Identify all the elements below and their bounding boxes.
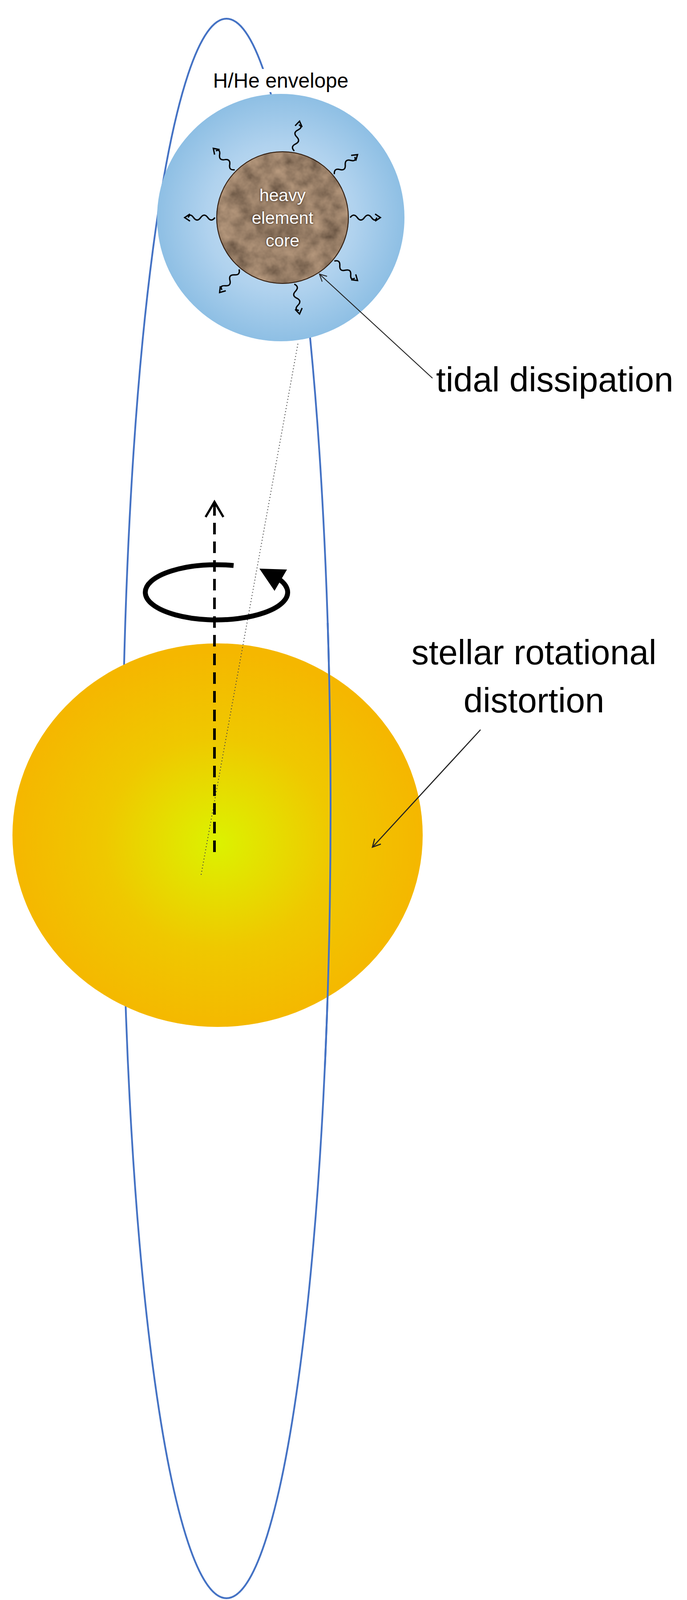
leader-arrowhead: [319, 274, 328, 282]
planet-envelope: heavy element coreH/He envelope: [157, 93, 405, 342]
energy-arrow: [290, 283, 304, 315]
axis-arrowhead: [205, 501, 224, 518]
energy-arrow: [216, 266, 242, 295]
energy-arrow: [184, 214, 215, 222]
star-planet-line: [201, 342, 299, 875]
leader-line: [319, 274, 433, 379]
leader-line: [372, 729, 481, 847]
energy-arrow: [331, 258, 360, 284]
energy-arrow: [210, 145, 238, 173]
leader-arrowhead: [372, 838, 381, 848]
rotation-axis: [213, 503, 216, 853]
planet-core: heavy element core: [216, 151, 349, 284]
core-text-wrap: heavy element core: [216, 151, 349, 284]
callout-label: stellar rotational distortion: [400, 628, 668, 725]
rotation-arrow: [145, 564, 288, 620]
callout-label: tidal dissipation: [436, 358, 674, 401]
energy-arrow: [350, 214, 381, 222]
core-edge: [216, 151, 349, 284]
envelope-label: H/He envelope: [210, 68, 352, 93]
core-label: heavy element core: [240, 183, 325, 252]
energy-arrow: [290, 120, 304, 152]
orbit-front: [217, 622, 331, 1068]
energy-arrow: [331, 151, 360, 177]
rotation-arrowhead: [259, 568, 287, 591]
envelope-circle: [157, 93, 405, 342]
star: [12, 643, 423, 1027]
core-texture: [216, 151, 349, 284]
